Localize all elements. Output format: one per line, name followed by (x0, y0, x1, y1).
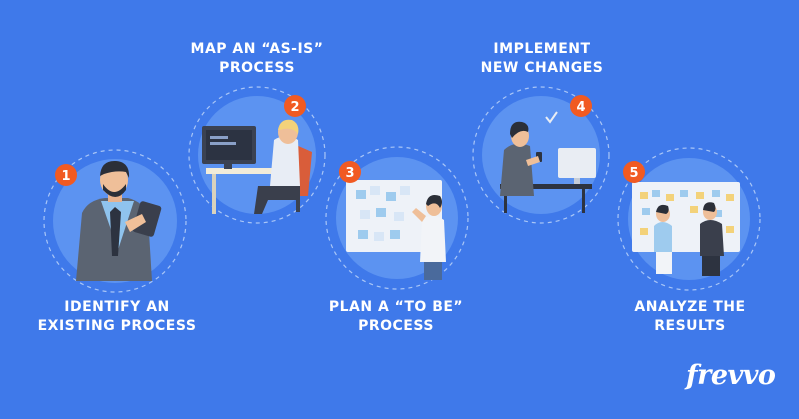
step-5-illustration: 5 (617, 147, 761, 291)
step-2-illustration: 2 (188, 86, 326, 224)
step-2-badge (284, 95, 306, 117)
step-3-number: 3 (345, 166, 354, 181)
step-4-label: IMPLEMENT NEW CHANGES (480, 41, 604, 76)
step-3-badge (339, 161, 361, 183)
step-1-illustration: 1 (43, 149, 187, 293)
step-5-number: 5 (629, 166, 638, 181)
step-4-illustration: 4 (472, 86, 610, 224)
step-3-illustration: 3 (325, 146, 469, 290)
step-2-number: 2 (290, 100, 299, 115)
step-5-label: ANALYZE THE RESULTS (634, 299, 746, 334)
step-1-badge (55, 164, 77, 186)
step-3-label: PLAN A “TO BE” PROCESS (328, 299, 464, 334)
step-5-badge (623, 161, 645, 183)
step-2-label: MAP AN “AS-IS” PROCESS (190, 41, 324, 76)
step-4-badge (570, 95, 592, 117)
step-1-label: IDENTIFY AN EXISTING PROCESS (37, 299, 197, 334)
step-1-number: 1 (61, 169, 70, 184)
frevvo-logo: frevvo (686, 360, 776, 391)
step-4-number: 4 (576, 100, 585, 115)
